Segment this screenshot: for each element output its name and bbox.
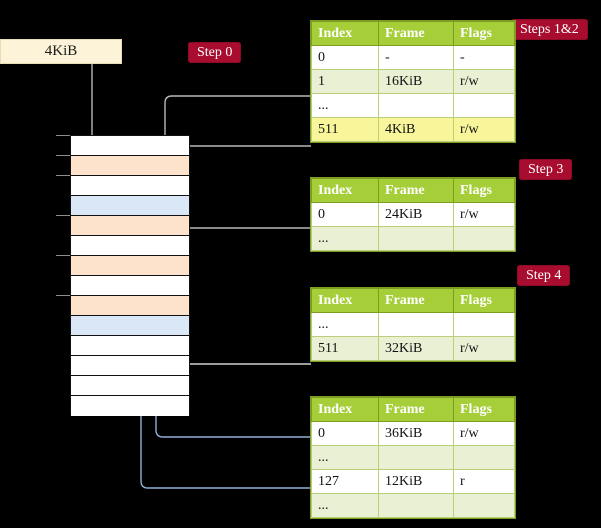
table-row: ... bbox=[311, 493, 515, 518]
cell-index: ... bbox=[311, 493, 379, 518]
table-row: ... bbox=[311, 312, 515, 337]
cell-frame bbox=[378, 493, 454, 518]
cell-flags bbox=[453, 445, 515, 470]
memory-frame-row bbox=[71, 256, 189, 276]
cell-frame: 36KiB bbox=[378, 421, 454, 446]
badge-step3: Step 3 bbox=[519, 159, 573, 180]
memory-tick bbox=[56, 175, 70, 176]
cell-flags: r/w bbox=[453, 117, 515, 142]
cell-frame bbox=[378, 445, 454, 470]
memory-frame-row bbox=[71, 396, 189, 416]
memory-tick bbox=[56, 135, 70, 136]
memory-frame-row bbox=[71, 336, 189, 356]
badge-step4: Step 4 bbox=[517, 265, 571, 286]
cell-index: ... bbox=[311, 93, 379, 118]
cell-index: 511 bbox=[311, 117, 379, 142]
cell-flags: - bbox=[453, 45, 515, 70]
cell-frame bbox=[378, 93, 454, 118]
table-row: ... bbox=[311, 93, 515, 118]
memory-frame-row bbox=[71, 176, 189, 196]
memory-frame-row bbox=[71, 356, 189, 376]
cell-index: ... bbox=[311, 226, 379, 251]
cell-flags: r/w bbox=[453, 336, 515, 361]
cell-frame bbox=[378, 312, 454, 337]
table-row: 0-- bbox=[311, 45, 515, 70]
badge-steps-1-and-2: Steps 1&2 bbox=[511, 19, 588, 40]
cell-index: 511 bbox=[311, 336, 379, 361]
cell-flags: r bbox=[453, 469, 515, 494]
cell-flags: r/w bbox=[453, 421, 515, 446]
cell-frame: 24KiB bbox=[378, 202, 454, 227]
memory-frame-row bbox=[71, 156, 189, 176]
memory-frame-row bbox=[71, 216, 189, 236]
memory-frame-row bbox=[71, 296, 189, 316]
column-header-flags: Flags bbox=[453, 21, 515, 46]
cell-frame bbox=[378, 226, 454, 251]
column-header-index: Index bbox=[311, 397, 379, 422]
column-header-index: Index bbox=[311, 21, 379, 46]
cell-index: ... bbox=[311, 312, 379, 337]
physical-memory-column bbox=[70, 135, 190, 416]
cell-flags bbox=[453, 93, 515, 118]
cell-index: 0 bbox=[311, 202, 379, 227]
column-header-frame: Frame bbox=[378, 288, 454, 313]
cell-index: 0 bbox=[311, 45, 379, 70]
badge-step3-label: Step 3 bbox=[528, 162, 564, 177]
column-header-index: Index bbox=[311, 178, 379, 203]
table-row: ... bbox=[311, 445, 515, 470]
source-page-box: 4KiB bbox=[0, 39, 122, 64]
table-row: ... bbox=[311, 226, 515, 251]
badge-step0-label: Step 0 bbox=[197, 45, 233, 60]
cell-index: 1 bbox=[311, 69, 379, 94]
memory-tick bbox=[56, 295, 70, 296]
cell-index: ... bbox=[311, 445, 379, 470]
cell-frame: 32KiB bbox=[378, 336, 454, 361]
column-header-flags: Flags bbox=[453, 288, 515, 313]
cell-flags: r/w bbox=[453, 69, 515, 94]
memory-tick bbox=[56, 155, 70, 156]
column-header-frame: Frame bbox=[378, 397, 454, 422]
badge-step4-label: Step 4 bbox=[526, 268, 562, 283]
badge-step0: Step 0 bbox=[188, 42, 242, 63]
memory-frame-row bbox=[71, 136, 189, 156]
column-header-index: Index bbox=[311, 288, 379, 313]
cell-frame: - bbox=[378, 45, 454, 70]
cell-frame: 16KiB bbox=[378, 69, 454, 94]
source-page-label: 4KiB bbox=[44, 43, 78, 59]
column-header-frame: Frame bbox=[378, 178, 454, 203]
memory-tick bbox=[56, 255, 70, 256]
cell-flags: r/w bbox=[453, 202, 515, 227]
cell-frame: 4KiB bbox=[378, 117, 454, 142]
cell-flags bbox=[453, 493, 515, 518]
memory-frame-row bbox=[71, 376, 189, 396]
cell-index: 127 bbox=[311, 469, 379, 494]
column-header-frame: Frame bbox=[378, 21, 454, 46]
badge-steps-1-and-2-label: Steps 1&2 bbox=[520, 22, 579, 37]
column-header-flags: Flags bbox=[453, 178, 515, 203]
column-header-flags: Flags bbox=[453, 397, 515, 422]
cell-flags bbox=[453, 226, 515, 251]
cell-frame: 12KiB bbox=[378, 469, 454, 494]
memory-frame-row bbox=[71, 196, 189, 216]
cell-index: 0 bbox=[311, 421, 379, 446]
memory-tick bbox=[56, 215, 70, 216]
memory-frame-row bbox=[71, 236, 189, 256]
memory-frame-row bbox=[71, 276, 189, 296]
cell-flags bbox=[453, 312, 515, 337]
memory-frame-row bbox=[71, 316, 189, 336]
